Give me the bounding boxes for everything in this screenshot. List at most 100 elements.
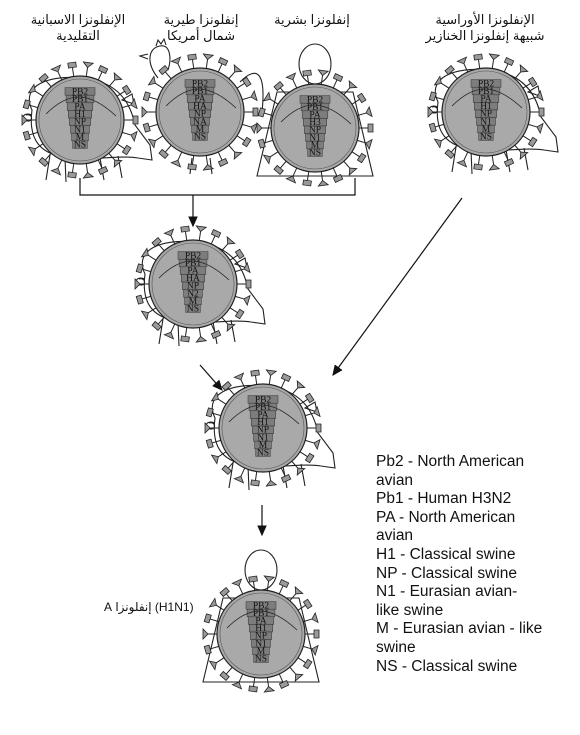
segment-label: N2	[187, 289, 199, 299]
segment-label: M	[311, 141, 320, 151]
segment-label: M	[189, 297, 198, 307]
label-avian: إنفلونزا طيرية شمال أمريكا	[146, 12, 256, 44]
strain-label-h1n1: (H1N1) إنفلونزا A	[104, 600, 194, 614]
legend-line: PA - North American	[376, 508, 516, 526]
segment-label: PA	[74, 103, 85, 113]
arrow-eurasian-diagonal	[332, 197, 463, 376]
virus-spikes	[204, 369, 322, 487]
legend-line: M - Eurasian avian - like	[376, 620, 543, 638]
segment-bar	[253, 654, 269, 663]
segment-label: M	[76, 133, 85, 143]
legend-line: NP - Classical swine	[376, 564, 517, 582]
segment-label: NS	[255, 655, 267, 665]
legend-line: avian	[376, 471, 414, 489]
segment-label: N1	[480, 117, 492, 127]
legend-line: N1 - Eurasian avian-	[376, 583, 518, 601]
segment-label: PB1	[307, 103, 324, 113]
virus-spikes	[134, 225, 252, 343]
segment-label: PB1	[72, 95, 89, 105]
legend-line: Pb2 - North American	[376, 453, 525, 470]
segment-label: PB2	[307, 95, 324, 105]
segment-label: NP	[187, 282, 199, 292]
segment-label: NP	[255, 632, 267, 642]
label-classical-swine: الإنفلونزا الاسبانية التقليدية	[18, 12, 138, 44]
segment-label: H3	[309, 118, 321, 128]
segment-label: PB1	[192, 87, 209, 97]
segment-label: M	[482, 125, 491, 135]
segment-label: NS	[194, 133, 206, 143]
segment-label: PA	[257, 411, 268, 421]
label-avian-line2: شمال أمريكا	[167, 28, 235, 43]
segment-label: NA	[193, 117, 207, 127]
virus-spikes	[256, 69, 374, 187]
segment-label: H1	[74, 110, 86, 120]
segment-label: M	[257, 647, 266, 657]
segment-label: PA	[187, 267, 198, 277]
segment-label: NP	[257, 426, 269, 436]
segment-label: PB1	[185, 259, 202, 269]
segment-label: PA	[309, 111, 320, 121]
label-human-line1: إنفلونزا بشرية	[274, 12, 350, 27]
label-avian-line1: إنفلونزا طيرية	[163, 12, 239, 27]
segment-bar	[72, 140, 88, 149]
segment-label: N1	[257, 433, 269, 443]
segment-label: PB2	[185, 251, 202, 261]
legend-line: avian	[376, 527, 414, 545]
label-classical-swine-line2: التقليدية	[56, 28, 100, 43]
segment-label: N1	[255, 639, 267, 649]
segment-bar	[255, 448, 271, 457]
legend-line: Pb1 - Human H3N2	[376, 490, 512, 508]
segment-label: NP	[194, 110, 206, 120]
segment-label: PA	[194, 95, 205, 105]
arrow-mid-down	[199, 364, 223, 391]
virus-spikes	[202, 575, 320, 693]
segment-label: HA	[186, 274, 200, 284]
segment-bar	[307, 148, 323, 157]
segment-label: M	[259, 441, 268, 451]
segment-label: M	[196, 125, 205, 135]
segment-label: H1	[257, 418, 269, 428]
segment-label: PB2	[478, 79, 495, 89]
segment-bar	[192, 132, 208, 141]
segment-bar	[185, 304, 201, 313]
virus-spikes	[21, 61, 139, 179]
legend-line: like swine	[376, 601, 444, 619]
segment-label: PB2	[255, 395, 272, 405]
segment-label: H1	[255, 624, 267, 634]
label-human: إنفلونزا بشرية	[262, 12, 362, 28]
segment-label: PB2	[253, 601, 270, 611]
segment-bar	[478, 132, 494, 141]
segment-label: NS	[480, 133, 492, 143]
legend-line: H1 - Classical swine	[376, 545, 516, 563]
segment-label: HA	[193, 102, 207, 112]
segment-label: N1	[74, 125, 86, 135]
legend-line: swine	[376, 638, 416, 656]
segment-label: NS	[74, 141, 86, 151]
segment-label: NS	[187, 305, 199, 315]
virus-spikes	[141, 53, 259, 171]
segment-legend: Pb2 - North American avian Pb1 - Human H…	[376, 453, 556, 676]
label-eurasian-swine: الإنفلونزا الأوراسية شبيهة إنفلونزا الخن…	[410, 12, 560, 44]
segment-label: PB1	[253, 609, 270, 619]
segment-label: PB2	[72, 87, 89, 97]
label-classical-swine-line1: الإنفلونزا الاسبانية	[30, 12, 126, 27]
segment-label: PB1	[255, 403, 272, 413]
segment-label: NP	[480, 110, 492, 120]
label-eurasian-line2: شبيهة إنفلونزا الخنازير	[425, 28, 545, 43]
segment-label: PB2	[192, 79, 209, 89]
segment-label: PA	[480, 95, 491, 105]
bird-icon	[138, 37, 264, 175]
label-eurasian-line1: الإنفلونزا الأوراسية	[435, 12, 535, 27]
merge-bracket	[79, 178, 356, 196]
segment-label: NP	[74, 118, 86, 128]
segment-label: H1	[480, 102, 492, 112]
segment-label: NS	[257, 449, 269, 459]
